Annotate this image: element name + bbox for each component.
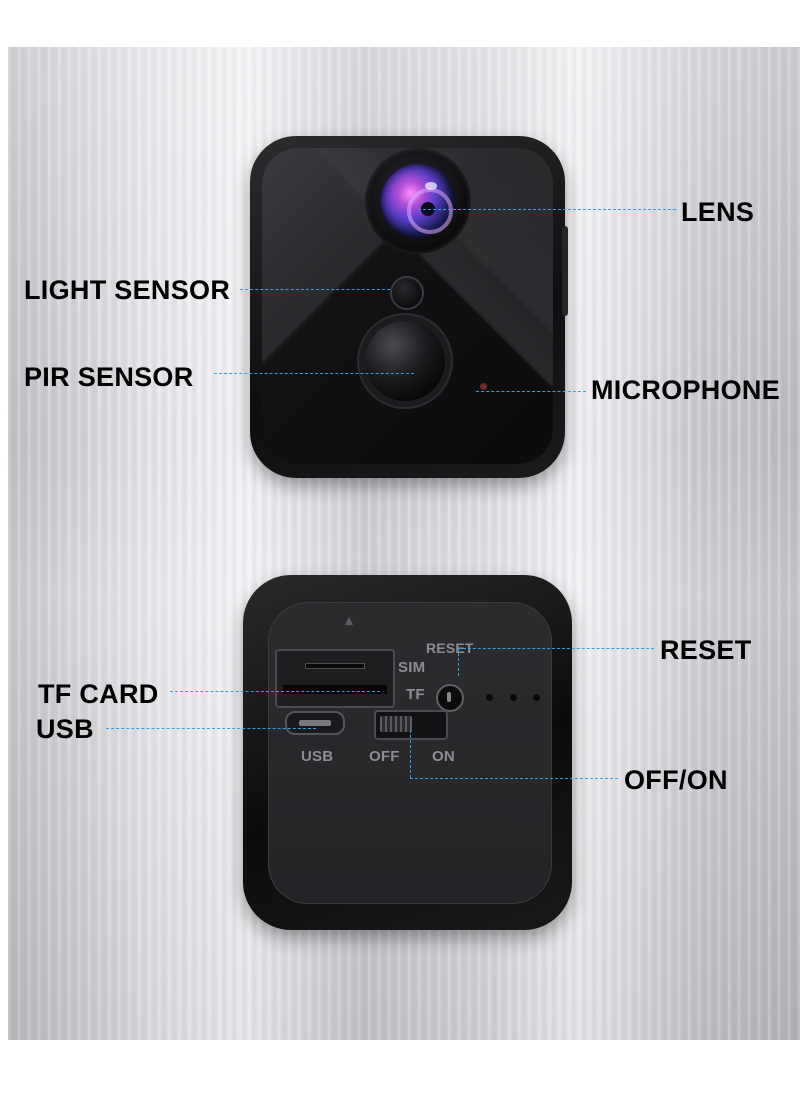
pir-sensor-icon [365,321,445,401]
tf-card-slot [283,685,387,694]
indicator-dot [533,694,540,701]
leader-usb [106,728,316,729]
side-ridge [562,226,568,316]
leader-off-on [410,778,618,779]
lens-icon [365,148,471,254]
label-tf-card: TF CARD [38,679,159,709]
leader-tf-card [170,691,380,692]
power-switch-knob [380,716,412,732]
usb-marking: USB [301,748,334,765]
tf-marking: TF [406,686,425,703]
reset-button-icon [436,684,464,712]
label-usb: USB [36,714,94,744]
camera-front-face [262,148,553,464]
label-pir-sensor: PIR SENSOR [24,362,194,392]
camera-front-view [250,136,568,478]
usb-port-inner [299,720,331,726]
label-off-on: OFF/ON [624,765,728,795]
reset-pin [447,692,451,702]
indicator-dot [510,694,517,701]
lens-glint [425,182,437,190]
triangle-marker-icon [345,617,353,625]
light-sensor-icon [390,276,424,310]
leader-pir-sensor [214,373,414,374]
leader-reset [458,648,654,649]
on-marking: ON [432,748,455,765]
card-slot-frame [275,649,395,708]
reset-marking: RESET [426,640,474,656]
leader-reset-drop [458,648,459,676]
label-microphone: MICROPHONE [591,375,781,405]
leader-off-on-drop [410,730,411,778]
leader-light-sensor [240,289,390,290]
leader-microphone [476,391,586,392]
sim-marking: SIM [398,659,426,676]
leader-lens [418,209,676,210]
microphone-icon [480,383,487,390]
lens-glass [381,164,455,238]
sim-slot [305,663,365,669]
label-light-sensor: LIGHT SENSOR [24,275,231,305]
label-reset: RESET [660,635,752,665]
camera-back-view: SIM TF RESET USB OFF ON [243,575,572,930]
usb-port-icon [285,711,345,735]
lens-ring [407,188,453,234]
label-lens: LENS [681,197,755,227]
indicator-dot [486,694,493,701]
power-switch-icon [374,710,448,740]
off-marking: OFF [369,748,400,765]
